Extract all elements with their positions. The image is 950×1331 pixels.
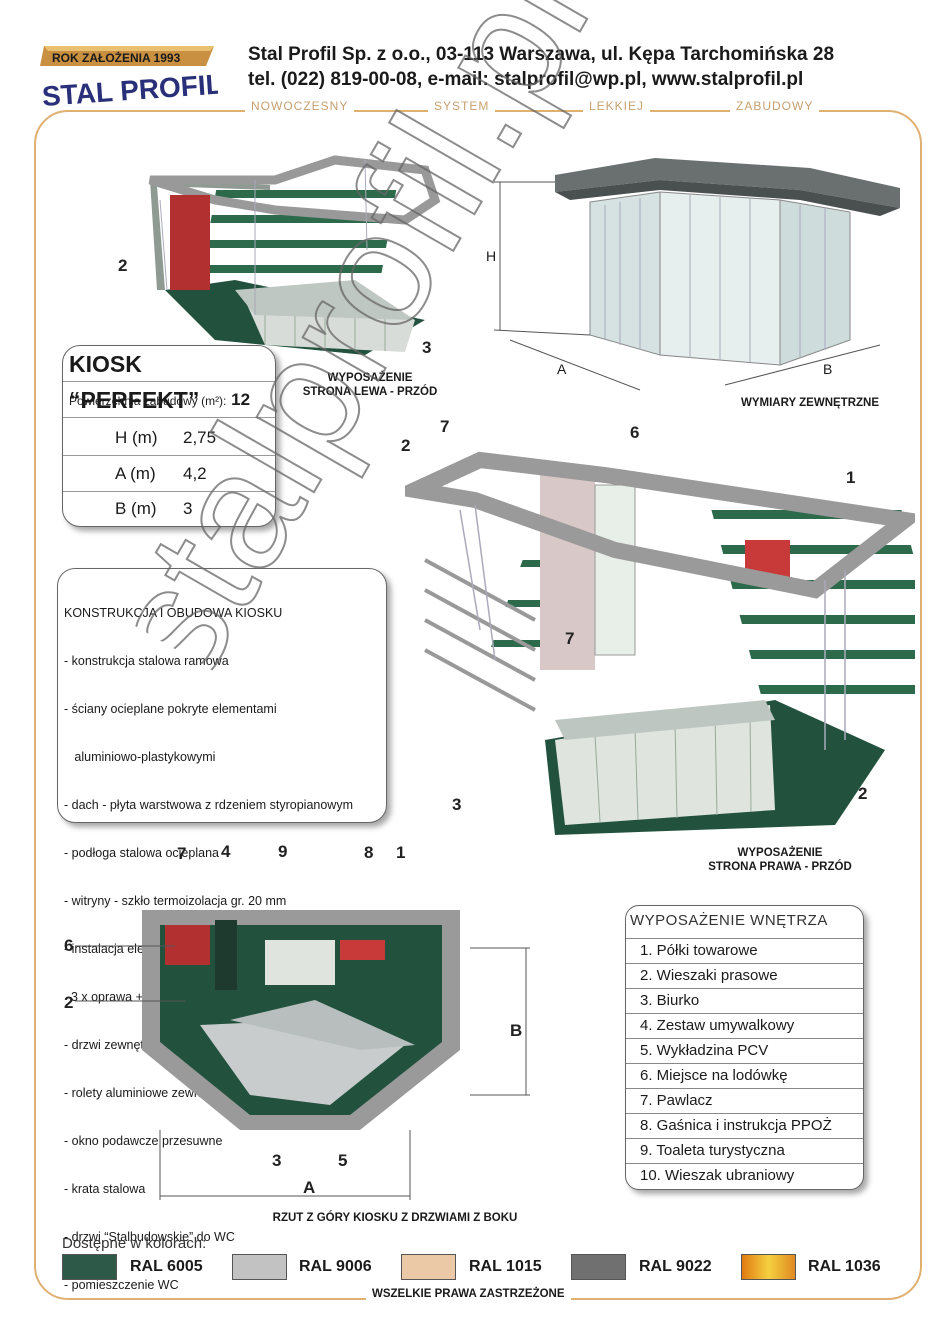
caption-top-view: RZUT Z GÓRY KIOSKU Z DRZWIAMI Z BOKU	[272, 1212, 518, 1224]
caption-dimensions: WYMIARY ZEWNĘTRZNE	[741, 397, 879, 409]
spec-table: KIOSK “PERFEKT” Powierzchnia zabudowy (m…	[62, 345, 276, 527]
spec-row: B (m) 3	[63, 492, 275, 526]
construction-line: - konstrukcja stalowa ramowa	[64, 654, 229, 668]
callout-number: 8	[364, 843, 374, 862]
callout-number: 2	[118, 256, 128, 275]
spec-title: KIOSK “PERFEKT”	[63, 346, 275, 413]
callout-number: 7	[177, 844, 187, 863]
color-swatch	[232, 1254, 287, 1280]
equipment-title: WYPOSAŻENIE WNĘTRZA	[626, 906, 863, 939]
construction-box: KONSTRUKCJA I OBUDOWA KIOSKU - konstrukc…	[57, 568, 387, 1292]
rights-reserved: WSZELKIE PRAWA ZASTRZEŻONE	[366, 1288, 571, 1300]
color-swatch	[401, 1254, 456, 1280]
caption-line: WYPOSAŻENIE	[737, 847, 823, 859]
callout-number: 2	[401, 436, 411, 455]
caption-line: STRONA LEWA - PRZÓD	[302, 386, 438, 398]
color-swatch	[62, 1254, 117, 1280]
callout-number: 1	[846, 468, 856, 487]
dim-a-label: A	[557, 361, 567, 377]
kiosk-right-front-illustration	[388, 430, 950, 840]
callout-number: 6	[64, 936, 74, 955]
callout-number: 1	[396, 843, 406, 862]
spec-area-value: 12	[231, 390, 251, 409]
equipment-item: 3. Biurko	[626, 989, 863, 1014]
equipment-item: 9. Toaleta turystyczna	[626, 1139, 863, 1164]
equipment-item: 1. Półki towarowe	[626, 939, 863, 964]
tagline-word-4: ZABUDOWY	[730, 99, 820, 113]
equipment-item: 4. Zestaw umywalkowy	[626, 1014, 863, 1039]
spec-value: 2,75	[183, 428, 217, 447]
construction-line: - pomieszczenie WC	[64, 1278, 179, 1292]
color-name: RAL 9022	[639, 1258, 712, 1275]
callout-number: 2	[858, 784, 868, 803]
color-name: RAL 9006	[299, 1258, 372, 1275]
tagline-word-1: NOWOCZESNY	[245, 99, 355, 113]
construction-line: - ściany ocieplane pokryte elementami	[64, 702, 277, 716]
equipment-item: 7. Pawlacz	[626, 1089, 863, 1114]
equipment-item: 8. Gaśnica i instrukcja PPOŻ	[626, 1114, 863, 1139]
spec-row: H (m) 2,75	[63, 420, 275, 456]
spec-row: A (m) 4,2	[63, 456, 275, 492]
equipment-box: WYPOSAŻENIE WNĘTRZA 1. Półki towarowe 2.…	[625, 905, 864, 1190]
kiosk-top-view-illustration	[60, 870, 580, 1210]
logo-main-text: STAL PROFIL	[41, 68, 218, 110]
spec-value: 3	[183, 499, 193, 518]
caption-left-front: WYPOSAŻENIE STRONA LEWA - PRZÓD	[290, 371, 450, 399]
construction-line: - okno podawcze przesuwne	[64, 1134, 223, 1148]
equipment-item: 2. Wieszaki prasowe	[626, 964, 863, 989]
header-address: Stal Profil Sp. z o.o., 03-113 Warszawa,…	[248, 44, 835, 65]
callout-number: 4	[221, 842, 231, 861]
dim-a-label: A	[303, 1178, 316, 1197]
header-contact: tel. (022) 819-00-08, e-mail: stalprofil…	[248, 69, 804, 90]
construction-line: - podłoga stalowa ocieplana	[64, 846, 219, 860]
tagline-word-2: SYSTEM	[428, 99, 496, 113]
equipment-item: 6. Miejsce na lodówkę	[626, 1064, 863, 1089]
color-name: RAL 1015	[469, 1258, 542, 1275]
color-name: RAL 1036	[808, 1258, 881, 1275]
color-name: RAL 6005	[130, 1258, 203, 1275]
equipment-item: 10. Wieszak ubraniowy	[640, 1167, 795, 1184]
logo-year-text: ROK ZAŁOŻENIA 1993	[52, 50, 181, 65]
caption-right-front: WYPOSAŻENIE STRONA PRAWA - PRZÓD	[690, 846, 870, 874]
callout-number: 6	[630, 423, 640, 442]
callout-number: 2	[64, 993, 74, 1012]
callout-number: 9	[278, 842, 288, 861]
kiosk-dimensions-illustration	[480, 150, 910, 400]
spec-label: A (m)	[115, 464, 156, 483]
callout-number: 3	[422, 338, 432, 357]
callout-number: 7	[565, 629, 575, 648]
construction-line: aluminiowo-plastykowymi	[64, 750, 216, 764]
dim-b-label: B	[823, 361, 833, 377]
caption-line: WYPOSAŻENIE	[327, 372, 413, 384]
callout-number: 3	[272, 1151, 282, 1170]
construction-title: KONSTRUKCJA I OBUDOWA KIOSKU	[64, 606, 283, 620]
construction-line: - dach - płyta warstwowa z rdzeniem styr…	[64, 798, 353, 812]
callout-number: 7	[440, 417, 450, 436]
construction-line: - witryny - szkło termoizolacja gr. 20 m…	[64, 894, 287, 908]
callout-number: 3	[452, 795, 462, 814]
tagline-word-3: LEKKIEJ	[583, 99, 651, 113]
caption-line: STRONA PRAWA - PRZÓD	[708, 861, 852, 873]
spec-value: 4,2	[183, 464, 207, 483]
colors-label: Dostępne w kolorach:	[62, 1235, 207, 1252]
spec-label: B (m)	[115, 499, 157, 518]
spec-area-row: Powierzchnia zabudowy (m²): 12	[63, 382, 275, 418]
color-swatch	[741, 1254, 796, 1280]
equipment-item: 5. Wykładzina PCV	[626, 1039, 863, 1064]
company-logo: ROK ZAŁOŻENIA 1993 STAL PROFIL	[38, 42, 224, 112]
spec-area-label: Powierzchnia zabudowy (m²):	[69, 394, 227, 408]
spec-label: H (m)	[115, 428, 158, 447]
dim-b-label: B	[510, 1021, 523, 1040]
kiosk-left-front-illustration	[105, 140, 455, 370]
construction-line: - krata stalowa	[64, 1182, 146, 1196]
callout-number: 5	[338, 1151, 348, 1170]
construction-line: - drzwi “Stalbudowskie” do WC	[64, 1230, 235, 1244]
dim-h-label: H	[486, 248, 497, 264]
color-swatch	[571, 1254, 626, 1280]
